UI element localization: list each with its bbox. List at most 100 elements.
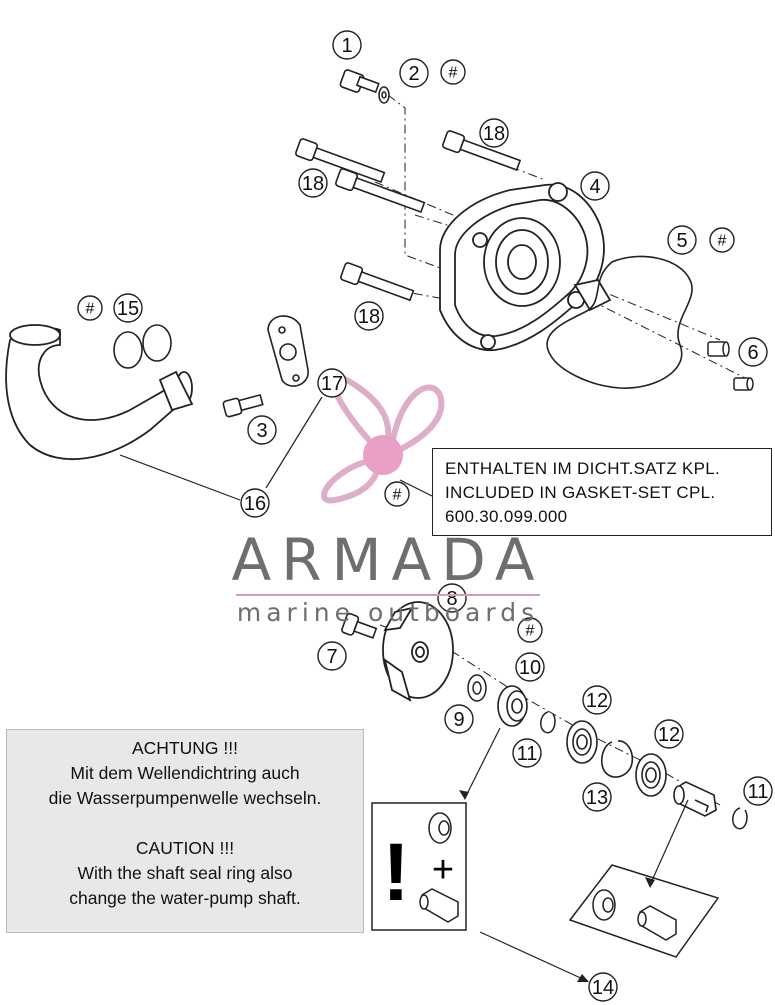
watermark-brand: ARMADA marine outboards <box>230 530 546 630</box>
callout-number: 18 <box>302 173 324 195</box>
hash-symbol: # <box>526 623 535 640</box>
callout-c17: 17 <box>317 368 347 398</box>
callout-circle <box>444 704 474 734</box>
gasket-note-line-1: ENTHALTEN IM DICHT.SATZ KPL. <box>445 459 721 478</box>
callout-circle <box>582 685 612 715</box>
callout-number: 3 <box>256 420 267 442</box>
brand-subtitle: marine outboards <box>236 598 540 627</box>
callout-number: 15 <box>117 298 139 320</box>
kit-14-box <box>568 864 720 958</box>
callout-number: 8 <box>446 588 457 610</box>
caution-box: ACHTUNG !!! Mit dem Wellendichtring auch… <box>6 729 364 933</box>
caution-en-title: CAUTION !!! <box>135 838 235 858</box>
brand-divider <box>236 594 540 596</box>
gasket-set-note: ENTHALTEN IM DICHT.SATZ KPL. INCLUDED IN… <box>432 448 772 536</box>
callout-circle <box>479 118 509 148</box>
callout-c8: 8 <box>437 583 467 613</box>
callout-c16: 16 <box>240 488 270 518</box>
callout-circle <box>113 293 143 323</box>
gasket-set-hash-marker: # <box>77 295 103 321</box>
callout-circle <box>582 782 612 812</box>
caution-spacer <box>7 811 363 836</box>
callout-circle <box>399 58 429 88</box>
callout-circle <box>588 972 618 1002</box>
hash-symbol: # <box>86 301 95 318</box>
o-rings-part-15 <box>113 324 172 369</box>
callout-circle <box>354 301 384 331</box>
watermark-propeller-logo <box>321 374 445 504</box>
callout-c12b: 12 <box>654 719 684 749</box>
callout-circle <box>515 652 545 682</box>
callout-number: 11 <box>748 781 769 803</box>
circlip-part-11 <box>540 711 748 830</box>
callout-circle <box>240 488 270 518</box>
callout-circle <box>667 225 697 255</box>
callout-circle <box>580 171 610 201</box>
callout-c2: 2 <box>399 58 429 88</box>
sleeves-part-6 <box>707 341 754 391</box>
gasket-set-markers: # # # # # <box>77 59 735 643</box>
hash-circle <box>517 617 543 643</box>
washer-part-2 <box>378 86 390 104</box>
callout-circle <box>512 738 542 768</box>
shaft-seal-part-10 <box>497 685 528 727</box>
gasket-set-hash-marker: # <box>384 481 410 507</box>
o-ring-part-5 <box>546 255 693 389</box>
bearing-part-12 <box>566 720 667 797</box>
callout-c11a: 11 <box>512 738 542 768</box>
callout-c18a: 18 <box>479 118 509 148</box>
bolt-part-3 <box>222 393 264 418</box>
leader-arrowheads <box>459 790 655 982</box>
hash-circle <box>384 481 410 507</box>
exclamation-mark: ! <box>382 827 409 918</box>
caution-de-title: ACHTUNG !!! <box>132 738 238 758</box>
hash-circle <box>77 295 103 321</box>
leader-lines <box>119 396 689 981</box>
callout-circle <box>317 641 347 671</box>
callout-circle <box>654 719 684 749</box>
callout-c13: 13 <box>582 782 612 812</box>
callout-number: 12 <box>658 724 680 746</box>
callout-number: 18 <box>358 306 380 328</box>
callout-c5: 5 <box>667 225 697 255</box>
callout-c6: 6 <box>738 337 768 367</box>
callout-number: 18 <box>483 123 505 145</box>
shaft-seal-kit-box: ! + <box>371 802 467 931</box>
gasket-note-line-3: 600.30.099.000 <box>445 507 568 526</box>
callout-number: 10 <box>519 657 541 679</box>
callout-number: 11 <box>517 743 538 765</box>
callout-c4: 4 <box>580 171 610 201</box>
gasket-set-hash-marker: # <box>440 59 466 85</box>
hash-symbol: # <box>718 233 727 250</box>
gasket-note-line-2: INCLUDED IN GASKET-SET CPL. <box>445 483 716 502</box>
callout-c18c: 18 <box>354 301 384 331</box>
callout-c7: 7 <box>317 641 347 671</box>
callout-number: 14 <box>592 977 614 999</box>
gasket-set-hash-marker: # <box>517 617 543 643</box>
water-pump-shaft <box>673 781 717 817</box>
impeller-part-8 <box>382 601 454 702</box>
caution-en-line-1: With the shaft seal ring also <box>77 863 293 883</box>
callout-c12a: 12 <box>582 685 612 715</box>
callout-circle <box>437 583 467 613</box>
callout-c15: 15 <box>113 293 143 323</box>
callout-number: 4 <box>589 176 600 198</box>
callout-number: 5 <box>676 230 687 252</box>
callout-number: 9 <box>453 709 464 731</box>
brand-name: ARMADA <box>231 526 545 594</box>
retaining-ring-part-13 <box>600 740 634 778</box>
callout-c11b: 11 <box>743 776 773 806</box>
gasket-set-hash-marker: # <box>709 227 735 253</box>
washer-part-9 <box>467 674 487 702</box>
callout-number: 7 <box>326 646 337 668</box>
callout-c10: 10 <box>515 652 545 682</box>
long-bolts-part-18 <box>295 130 522 302</box>
callout-c14: 14 <box>588 972 618 1002</box>
callout-circle <box>247 415 277 445</box>
hash-circle <box>440 59 466 85</box>
bolt-part-7 <box>341 612 378 639</box>
hash-symbol: # <box>449 65 458 82</box>
callout-circle <box>743 776 773 806</box>
callout-c9: 9 <box>444 704 474 734</box>
